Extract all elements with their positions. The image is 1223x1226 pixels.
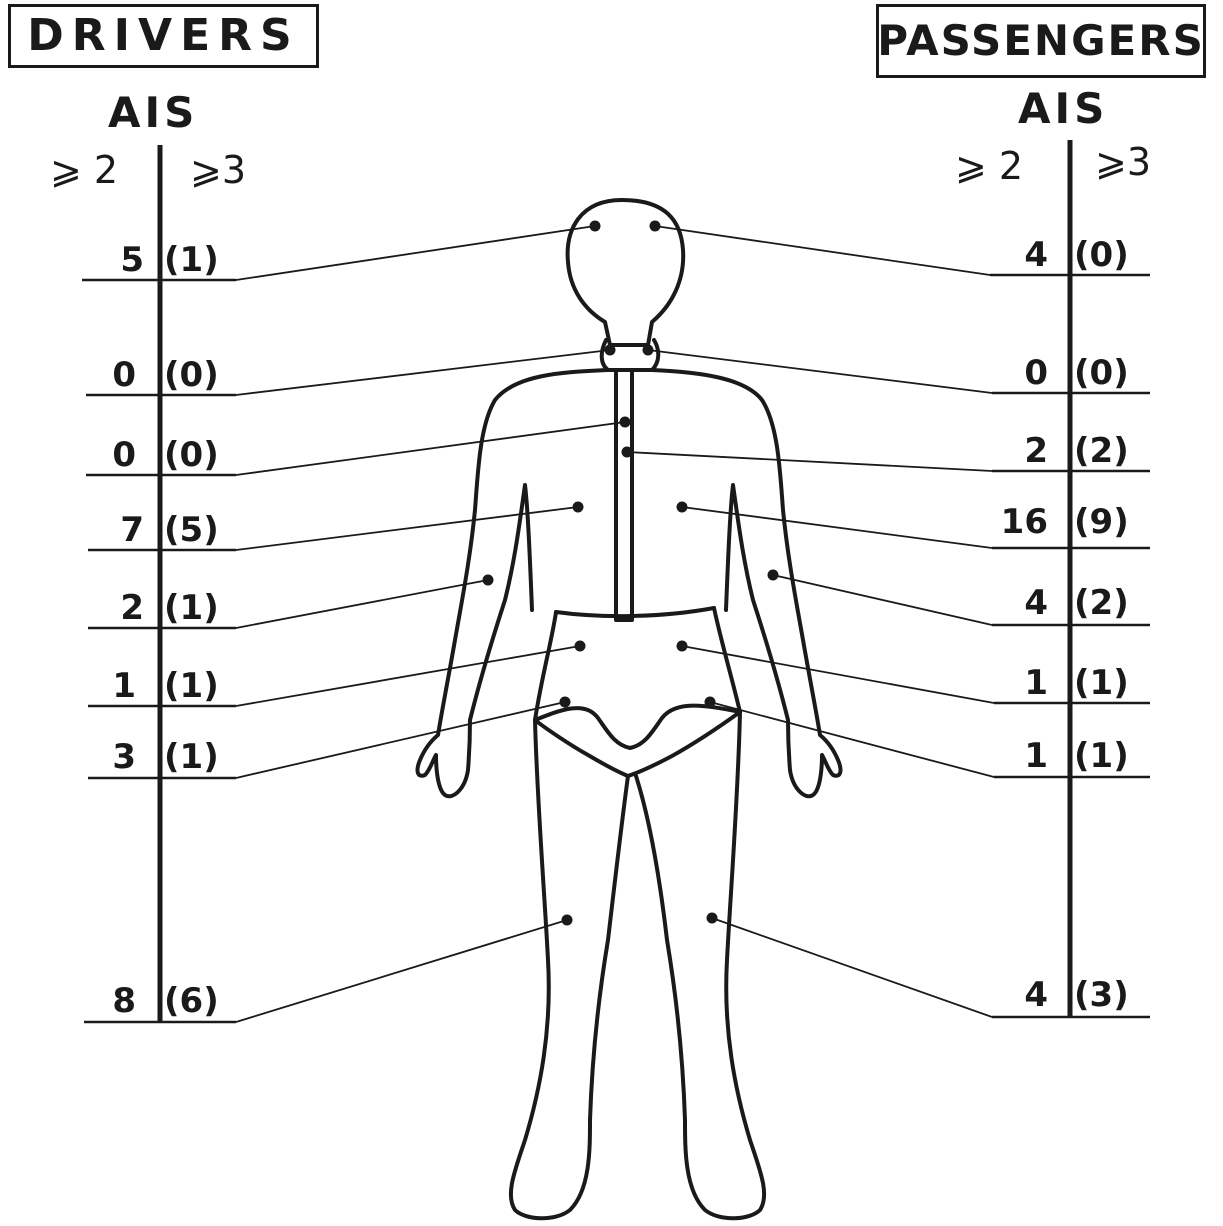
drivers-severe-abdomen: (1) — [164, 669, 219, 703]
point-head-left — [590, 221, 601, 232]
passengers-count-abdomen: 1 — [968, 666, 1048, 700]
drivers-count-head: 5 — [64, 243, 144, 277]
point-abdomen-left — [575, 641, 586, 652]
passengers-severe-pelvis: (1) — [1074, 739, 1129, 773]
point-pelvis-left — [560, 697, 571, 708]
passengers-count-spine: 2 — [968, 434, 1048, 468]
passengers-severe-leg: (3) — [1074, 978, 1129, 1012]
point-neck-left — [605, 345, 616, 356]
passengers-title: PASSENGERS — [876, 4, 1206, 78]
drivers-severe-pelvis: (1) — [164, 740, 219, 774]
passengers-count-pelvis: 1 — [968, 739, 1048, 773]
passengers-count-leg: 4 — [968, 978, 1048, 1012]
drivers-severe-spine: (0) — [164, 438, 219, 472]
drivers-leader-lines — [236, 226, 625, 1022]
point-neck-right — [643, 345, 654, 356]
point-spine-upper — [620, 417, 631, 428]
drivers-title: DRIVERS — [8, 4, 319, 68]
drivers-ais-label: AIS — [108, 88, 198, 137]
drivers-count-chest: 7 — [64, 513, 144, 547]
point-arm-left — [483, 575, 494, 586]
point-abdomen-right — [677, 641, 688, 652]
passengers-count-neck: 0 — [968, 356, 1048, 390]
drivers-severe-chest: (5) — [164, 513, 219, 547]
drivers-count-leg: 8 — [56, 984, 136, 1018]
passengers-severe-arm: (2) — [1074, 586, 1129, 620]
drivers-count-arm: 2 — [64, 591, 144, 625]
point-leg-right — [707, 913, 718, 924]
passengers-count-head: 4 — [968, 238, 1048, 272]
drivers-severe-neck: (0) — [164, 358, 219, 392]
passengers-severe-head: (0) — [1074, 238, 1129, 272]
point-chest-right — [677, 502, 688, 513]
point-head-right — [650, 221, 661, 232]
passengers-ais-label: AIS — [1018, 84, 1108, 133]
passengers-severe-abdomen: (1) — [1074, 666, 1129, 700]
point-spine-lower — [622, 447, 633, 458]
drivers-sev3-label: ⩾3 — [190, 148, 246, 192]
point-leg-left — [562, 915, 573, 926]
point-arm-right — [768, 570, 779, 581]
passengers-count-arm: 4 — [968, 586, 1048, 620]
point-chest-left — [573, 502, 584, 513]
passengers-severe-chest: (9) — [1074, 505, 1129, 539]
drivers-sev2-label: ⩾ 2 — [50, 148, 118, 192]
passengers-count-chest: 16 — [968, 505, 1048, 539]
drivers-count-spine: 0 — [56, 438, 136, 472]
human-figure-outline — [418, 200, 841, 1218]
drivers-severe-head: (1) — [164, 243, 219, 277]
drivers-count-abdomen: 1 — [56, 669, 136, 703]
passengers-sev3-label: ⩾3 — [1095, 140, 1151, 184]
drivers-count-neck: 0 — [56, 358, 136, 392]
passengers-severe-neck: (0) — [1074, 356, 1129, 390]
passengers-sev2-label: ⩾ 2 — [955, 144, 1023, 188]
drivers-severe-arm: (1) — [164, 591, 219, 625]
drivers-severe-leg: (6) — [164, 984, 219, 1018]
passengers-leader-lines — [627, 226, 994, 1017]
point-pelvis-right — [705, 697, 716, 708]
drivers-count-pelvis: 3 — [56, 740, 136, 774]
passengers-severe-spine: (2) — [1074, 434, 1129, 468]
